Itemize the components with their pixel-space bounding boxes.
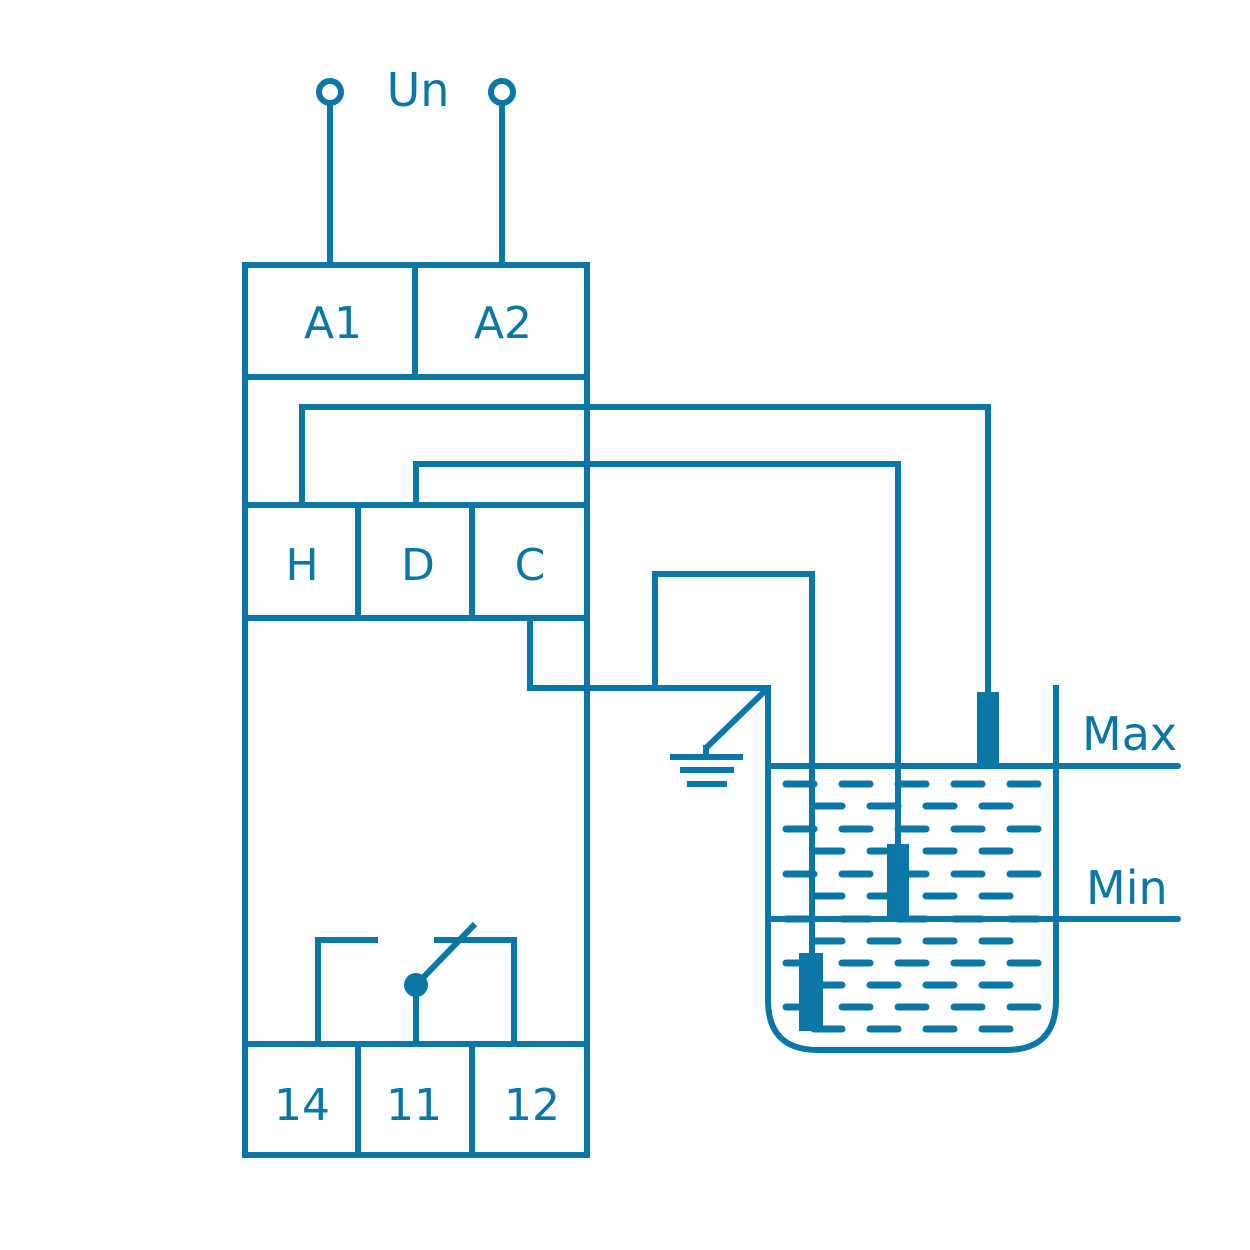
liquid-surface-pattern — [782, 780, 1042, 1033]
terminal-14-label: 14 — [274, 1080, 330, 1131]
probe-common — [799, 953, 823, 1031]
terminal-12-label: 12 — [504, 1080, 560, 1131]
contact-14-wire — [315, 937, 378, 1044]
terminal-a1-label: A1 — [304, 298, 362, 349]
contact-switch-arm — [413, 921, 478, 988]
probe-wiring — [299, 404, 991, 955]
terminal-11-label: 11 — [386, 1080, 442, 1131]
wire-d-to-min-probe — [413, 461, 901, 845]
terminal-h-label: H — [285, 540, 318, 591]
probe-min — [887, 844, 909, 920]
relay-housing: A1 A2 H D C 14 11 12 — [242, 262, 590, 1158]
contact-pivot — [404, 973, 428, 997]
supply-terminal-right — [488, 78, 516, 106]
wire-c-to-common — [527, 618, 768, 691]
relay-changeover-contact — [315, 921, 517, 1044]
max-level-label: Max — [1082, 707, 1177, 761]
ground-symbol — [670, 685, 771, 787]
liquid-tank: Max Min — [765, 685, 1181, 1053]
terminal-d-label: D — [401, 540, 435, 591]
wire-h-to-max-probe — [299, 404, 991, 695]
terminal-c-label: C — [515, 540, 546, 591]
min-level-label: Min — [1086, 861, 1168, 915]
supply-label: Un — [387, 63, 450, 117]
supply-terminal-left — [316, 78, 344, 106]
terminal-a2-label: A2 — [474, 298, 532, 349]
tank-wall — [765, 685, 1059, 1053]
ground-lead — [703, 685, 771, 751]
probe-max — [977, 692, 999, 768]
supply-input: Un — [316, 63, 516, 265]
